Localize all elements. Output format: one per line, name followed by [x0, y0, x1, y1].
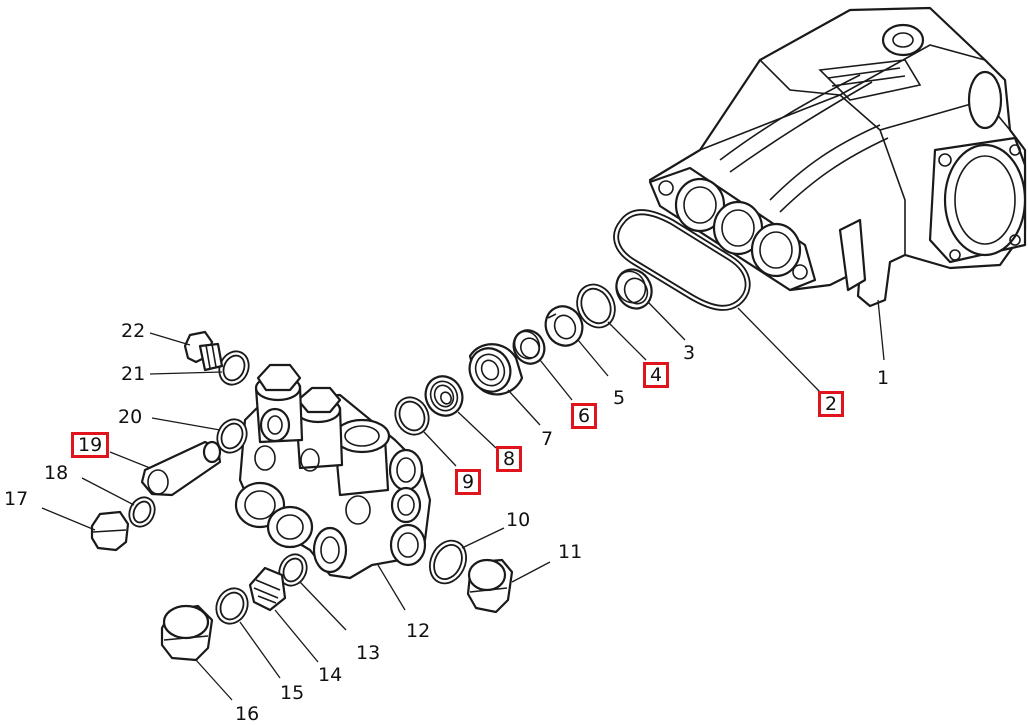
part-17-plug	[90, 510, 130, 552]
callout-4: 4	[643, 362, 670, 388]
leader-9	[423, 431, 457, 467]
callout-19: 19	[71, 432, 110, 458]
part-16-plug	[160, 604, 214, 662]
part-8-seal	[424, 375, 464, 417]
part-19-valve-spring	[140, 440, 222, 497]
leader-22	[149, 332, 191, 346]
leader-10	[461, 527, 505, 549]
part-3-seal	[615, 268, 653, 310]
callout-1: 1	[877, 367, 890, 389]
callout-11: 11	[558, 541, 583, 563]
part-4-o-ring	[576, 283, 616, 329]
leader-13	[299, 581, 347, 631]
leader-2	[737, 307, 821, 393]
part-2-manifold-gasket	[613, 209, 751, 311]
leader-19	[109, 451, 151, 469]
leader-5	[577, 339, 609, 377]
leader-lines	[41, 299, 885, 701]
callout-5: 5	[613, 387, 626, 409]
leader-20	[151, 417, 221, 431]
leader-3	[647, 301, 686, 341]
callout-10: 10	[506, 509, 531, 531]
part-12-manifold-head	[234, 363, 432, 580]
leader-6	[539, 359, 573, 401]
leader-4	[607, 321, 647, 361]
part-7-seal-retainer	[468, 343, 524, 396]
part-18-o-ring	[128, 496, 156, 528]
leader-12	[377, 564, 406, 611]
callout-14: 14	[318, 664, 343, 686]
part-20-o-ring	[216, 418, 248, 454]
callout-8: 8	[496, 446, 523, 472]
part-5-backup-ring	[544, 305, 584, 347]
leader-14	[274, 609, 319, 663]
leader-8	[457, 411, 497, 449]
callout-7: 7	[541, 428, 554, 450]
part-9-o-ring	[394, 396, 430, 436]
leader-1	[877, 299, 885, 361]
callout-20: 20	[118, 406, 143, 428]
callout-2: 2	[818, 391, 845, 417]
callout-12: 12	[406, 620, 431, 642]
callout-6: 6	[571, 403, 598, 429]
part-6-seal	[512, 329, 546, 365]
callout-17: 17	[4, 488, 29, 510]
leader-17	[41, 507, 96, 531]
part-13-o-ring	[278, 553, 308, 587]
callout-9: 9	[455, 469, 482, 495]
leader-7	[507, 389, 541, 426]
callout-21: 21	[121, 363, 146, 385]
part-1-pump-housing	[648, 6, 1027, 308]
callout-16: 16	[235, 703, 260, 725]
callout-18: 18	[44, 462, 69, 484]
leader-18	[81, 477, 135, 506]
part-21-o-ring	[218, 350, 250, 386]
callout-22: 22	[121, 320, 146, 342]
callout-3: 3	[683, 342, 696, 364]
part-22-valve-plug	[183, 330, 224, 372]
leader-21	[149, 371, 223, 375]
part-15-o-ring	[215, 587, 249, 625]
leader-11	[511, 561, 551, 583]
callout-13: 13	[356, 642, 381, 664]
callout-15: 15	[280, 682, 305, 704]
part-10-o-ring	[428, 539, 468, 585]
part-11-plug	[466, 558, 514, 614]
leader-16	[195, 659, 233, 701]
part-14-unloader-valve	[248, 566, 287, 612]
leader-15	[239, 621, 281, 679]
